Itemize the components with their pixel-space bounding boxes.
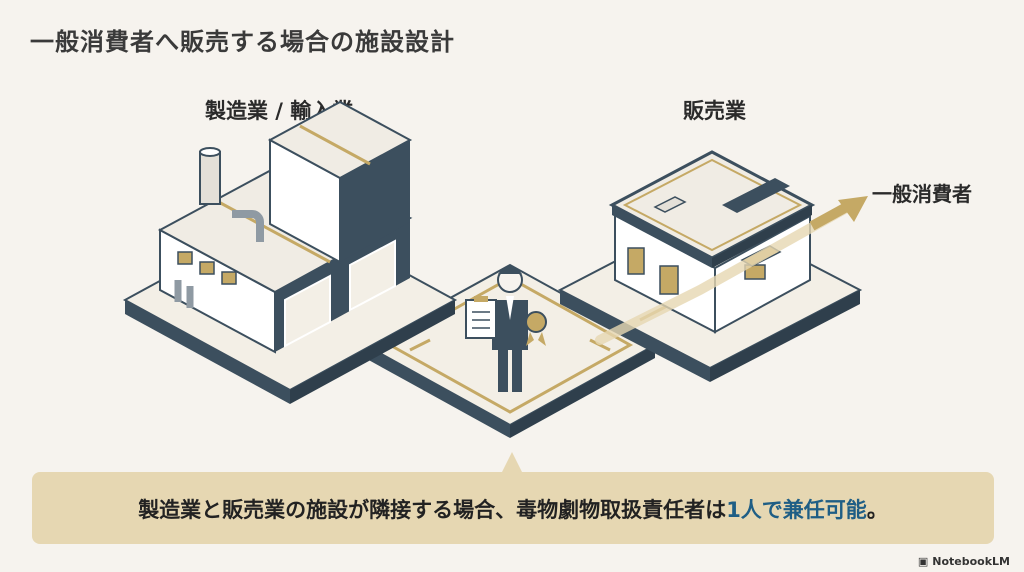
arrow-icon [595, 196, 868, 345]
badge-icon [525, 311, 547, 346]
shop-label: 販売業 [683, 99, 746, 123]
callout-pointer [502, 452, 522, 472]
watermark: ▣ NotebookLM [918, 555, 1010, 568]
callout-box: 製造業と販売業の施設が隣接する場合、毒物劇物取扱責任者は1人で兼任可能。 [32, 472, 994, 544]
clipboard-icon [465, 296, 497, 339]
callout-text-pre: 製造業と販売業の施設が隣接する場合、毒物劇物取扱責任者は [138, 498, 727, 522]
callout-text-highlight: 1人で兼任可能 [726, 498, 867, 522]
callout-text-post: 。 [866, 498, 888, 522]
factory-illustration [122, 100, 458, 404]
person-icon [492, 266, 528, 392]
page-title: 一般消費者へ販売する場合の施設設計 [30, 28, 455, 56]
callout-text: 製造業と販売業の施設が隣接する場合、毒物劇物取扱責任者は1人で兼任可能。 [32, 494, 994, 524]
consumer-label: 一般消費者 [872, 182, 972, 206]
watermark-label: NotebookLM [932, 555, 1010, 568]
watermark-icon: ▣ [917, 555, 929, 568]
